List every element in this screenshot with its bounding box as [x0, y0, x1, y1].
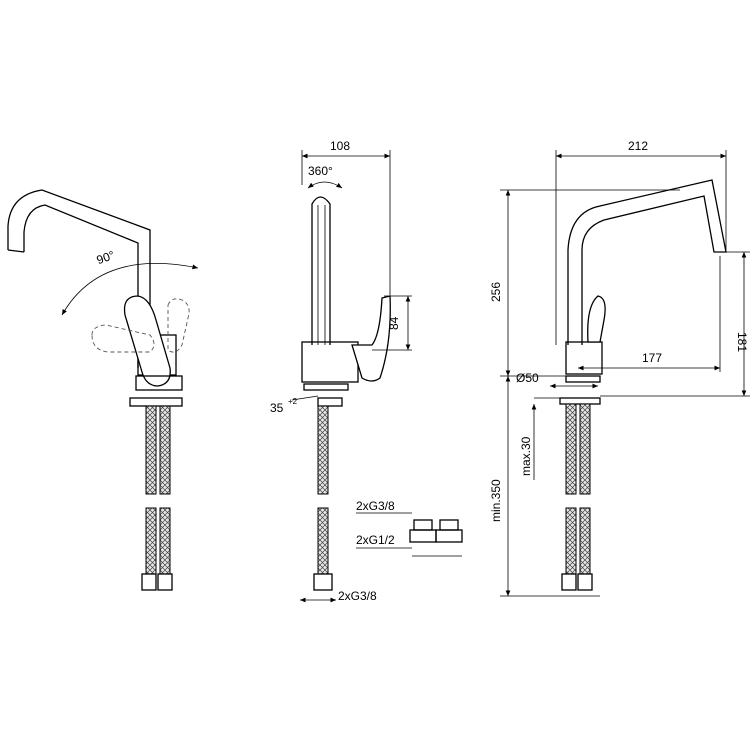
side-view: 108 360° 84 35 +2 2xG3/8 2xG3/8 2xG [270, 139, 463, 603]
rotation-label: 360° [308, 164, 333, 178]
tap-body-side [301, 341, 359, 383]
connector-thread-b: 2xG1/2 [356, 533, 395, 547]
connector-inset: 2xG3/8 2xG1/2 [356, 499, 463, 557]
max-thickness-label: max.30 [519, 436, 533, 476]
dimensioned-view: 212 256 181 177 Ø50 max.30 min.350 [489, 139, 750, 597]
tilt-angle-label: 35 [270, 401, 284, 415]
front-view: 90° [7, 189, 199, 591]
tilt-tolerance-label: +2 [288, 397, 298, 406]
lever-ghost-right [167, 298, 190, 353]
lever [123, 295, 171, 387]
angle-arc-90 [61, 263, 199, 316]
lever-ghost-left [91, 324, 155, 353]
dim-108-label: 108 [330, 139, 350, 153]
dim-181-label: 181 [735, 332, 749, 352]
spout-outline [7, 189, 151, 370]
connector-thread-a: 2xG3/8 [356, 499, 395, 513]
lever-right [587, 295, 606, 343]
dim-256-label: 256 [489, 282, 503, 302]
rotation-arc [307, 181, 343, 189]
dim-212-label: 212 [628, 139, 648, 153]
hose-min-label: min.350 [489, 479, 503, 522]
dim-84-label: 84 [387, 316, 401, 330]
lever-side [351, 295, 391, 382]
angle-90-label: 90° [95, 248, 117, 267]
dim-177-label: 177 [642, 351, 662, 365]
mounting-washer [129, 397, 183, 407]
base-diameter-label: Ø50 [516, 371, 539, 385]
mounting-plate [135, 375, 183, 391]
hose-thread-label: 2xG3/8 [338, 589, 377, 603]
